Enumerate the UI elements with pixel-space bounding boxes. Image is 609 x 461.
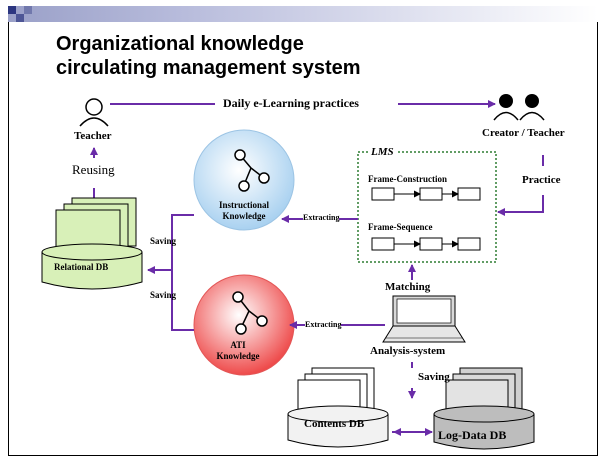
relational-db: [41, 197, 143, 290]
ati-knowledge-label: ATI Knowledge: [216, 340, 260, 361]
node-graph-icon: [232, 291, 268, 335]
log-data-db: [433, 367, 535, 450]
saving-connectors: [147, 214, 194, 331]
saving-label-bottom: Saving: [418, 371, 450, 383]
lms-label: LMS: [368, 146, 397, 158]
frame-construction-label: Frame-Construction: [368, 174, 447, 184]
node-graph-icon: [234, 149, 270, 192]
matching-label: Matching: [385, 281, 431, 293]
decor-square: [16, 14, 24, 22]
daily-practice-label: Daily e-Learning practices: [223, 96, 359, 110]
database-icon: [287, 405, 389, 448]
frame-construction-flow: [371, 187, 481, 201]
log-data-db-label: Log-Data DB: [438, 428, 507, 442]
title-bar: [8, 6, 598, 22]
extracting-label-upper: Extracting: [303, 213, 340, 222]
saving-label-lower: Saving: [150, 290, 177, 300]
frame-sequence-flow: [371, 237, 481, 251]
teacher-label: Teacher: [74, 130, 112, 142]
page-title: Organizational knowledge circulating man…: [56, 32, 361, 80]
laptop-icon: [382, 295, 466, 343]
frame-sequence-label: Frame-Sequence: [368, 222, 433, 232]
title-line-1: Organizational knowledge: [56, 33, 304, 55]
people-icon: [493, 94, 545, 121]
instructional-knowledge-label: Instructional Knowledge: [218, 200, 269, 221]
practice-arrow: [497, 155, 544, 216]
saving-label-upper: Saving: [150, 236, 177, 246]
reusing-label: Reusing: [72, 162, 115, 177]
instructional-knowledge-node: [193, 129, 295, 231]
practice-label: Practice: [522, 174, 561, 186]
decor-square: [24, 6, 32, 14]
ati-knowledge-node: [193, 274, 295, 376]
analysis-system-label: Analysis-system: [370, 345, 446, 357]
extracting-label-lower: Extracting: [305, 320, 342, 329]
person-icon: [79, 98, 109, 127]
contents-db-label: Contents DB: [304, 418, 365, 430]
creator-teacher-label: Creator / Teacher: [482, 127, 565, 139]
database-icon: [433, 405, 535, 450]
title-line-2: circulating management system: [56, 57, 361, 79]
relational-db-label: Relational DB: [54, 262, 109, 272]
contents-db: [287, 367, 389, 448]
database-icon: [41, 243, 143, 290]
decor-square: [8, 6, 16, 14]
